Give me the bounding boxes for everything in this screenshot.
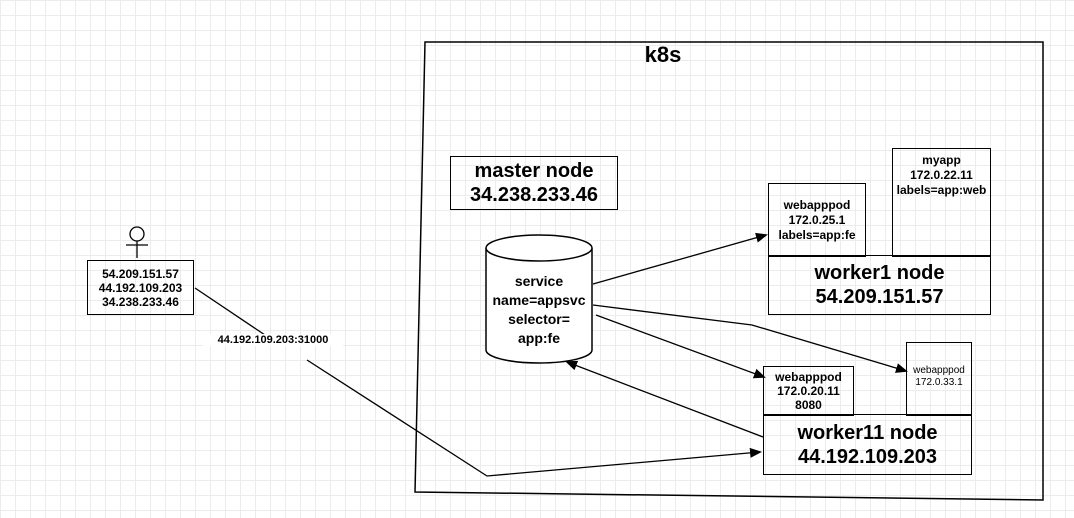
pod-ip: 172.0.33.1	[915, 377, 963, 388]
pod-labels: labels=app:web	[896, 183, 987, 197]
worker1-node-ip: 54.209.151.57	[815, 286, 944, 308]
master-node-title: master node	[474, 160, 594, 182]
client-ip-1: 54.209.151.57	[102, 266, 179, 281]
service-label: service name=appsvc selector= app:fe	[482, 272, 596, 348]
worker1-pod-myapp[interactable]: myapp 172.0.22.11 labels=app:web	[892, 148, 991, 257]
worker11-node-ip: 44.192.109.203	[797, 445, 938, 468]
worker1-pod-webapppod[interactable]: webapppod 172.0.25.1 labels=app:fe	[768, 183, 866, 257]
client-link-line-lower	[306, 359, 762, 477]
service-to-worker11-pod1-arrow	[595, 314, 766, 379]
pod-name: webapppod	[775, 370, 842, 384]
pod-port: 8080	[795, 398, 822, 412]
pod-name: webapppod	[783, 197, 851, 212]
service-to-worker11-pod2-arrow	[592, 304, 908, 373]
cluster-title: k8s	[644, 42, 682, 67]
pod-name: myapp	[922, 153, 961, 167]
service-cylinder[interactable]	[485, 234, 593, 364]
pod-ip: 172.0.22.11	[910, 168, 973, 182]
pod-ip: 172.0.20.11	[777, 384, 840, 398]
client-box[interactable]: 54.209.151.57 44.192.109.203 34.238.233.…	[87, 260, 194, 315]
link-label: 44.192.109.203:31000	[203, 334, 343, 346]
service-line-1: service	[514, 273, 564, 289]
worker11-node[interactable]: worker11 node 44.192.109.203	[763, 414, 972, 475]
worker11-pod-webapppod-2[interactable]: webapppod 172.0.33.1	[906, 342, 972, 416]
master-node-ip: 34.238.233.46	[470, 184, 598, 206]
pod-name: webapppod	[913, 365, 965, 376]
worker1-node[interactable]: worker1 node 54.209.151.57	[768, 255, 991, 315]
client-ip-2: 44.192.109.203	[98, 280, 183, 295]
user-actor-icon	[126, 226, 148, 258]
client-link-line-upper	[194, 287, 266, 336]
worker11-to-service-arrow	[565, 360, 764, 438]
service-line-2: name=appsvc	[492, 292, 586, 308]
service-line-4: app:fe	[518, 330, 560, 346]
cluster-boundary	[414, 41, 1044, 501]
worker11-pod-webapppod-8080[interactable]: webapppod 172.0.20.11 8080	[763, 366, 854, 416]
client-ip-3: 34.238.233.46	[102, 294, 179, 309]
master-node[interactable]: master node 34.238.233.46	[450, 156, 618, 210]
pod-labels: labels=app:fe	[778, 227, 856, 242]
worker11-node-title: worker11 node	[797, 421, 938, 444]
service-to-worker1-pod-arrow	[592, 232, 768, 285]
worker1-node-title: worker1 node	[814, 262, 945, 284]
pod-ip: 172.0.25.1	[788, 212, 846, 227]
service-line-3: selector=	[508, 311, 570, 327]
